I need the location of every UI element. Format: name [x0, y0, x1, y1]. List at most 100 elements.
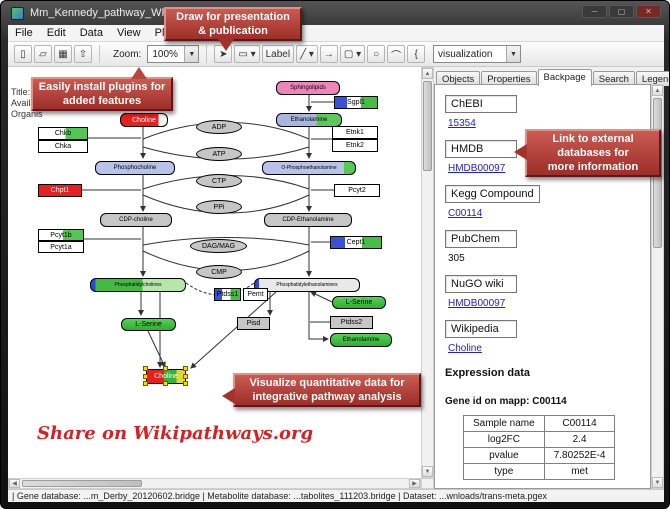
new-icon[interactable]: ▯ [14, 45, 32, 63]
scroll-up-icon[interactable]: ▲ [652, 85, 663, 96]
window-controls: ─▢✕ [582, 5, 661, 18]
brace-tool-icon[interactable]: { [407, 45, 426, 63]
maximize-button[interactable]: ▢ [609, 5, 634, 18]
selection-handle[interactable] [183, 366, 188, 371]
backpage-link-nugo-wiki[interactable]: HMDB00097 [448, 298, 506, 309]
pathway-node-pisd[interactable]: Pisd [237, 317, 270, 330]
expression-table-cell: log2FC [463, 431, 545, 448]
pathway-node-ethanolamine[interactable]: Ethanolamine [276, 113, 342, 127]
pathway-node-ppi[interactable]: PPi [196, 200, 242, 214]
pathway-node-dag-mag[interactable]: DAG/MAG [190, 239, 247, 253]
pathway-node-adp[interactable]: ADP [196, 120, 242, 134]
pathway-node-atp[interactable]: ATP [196, 147, 242, 161]
pathway-node-ctp[interactable]: CTP [196, 174, 242, 188]
minimize-button[interactable]: ─ [582, 5, 607, 18]
pathway-node-etnk2[interactable]: Etnk2 [332, 139, 378, 152]
backpage-link-wikipedia[interactable]: Choline [448, 343, 482, 354]
side-panel-tabs: ObjectsPropertiesBackpageSearchLegend [434, 67, 669, 86]
open-icon[interactable]: ▱ [34, 45, 52, 63]
backpage-link-chebi[interactable]: 15354 [448, 118, 476, 129]
backpage-link-hmdb[interactable]: HMDB00097 [448, 163, 506, 174]
label-tool[interactable]: Label [261, 45, 295, 63]
pathway-node-etnk1[interactable]: Etnk1 [332, 126, 378, 139]
pathway-node-choline[interactable]: Choline [120, 113, 168, 127]
arc-tool-icon[interactable]: ⌒ [387, 45, 406, 63]
arrow-tool-icon[interactable]: → [319, 45, 338, 63]
titlebar: Mm_Kennedy_pathway_WP1771_45176.gpml ─▢✕ [1, 1, 669, 25]
toolbar-separator [99, 45, 100, 63]
pathway-node-ptdss2[interactable]: Ptdss2 [330, 316, 373, 329]
tab-objects[interactable]: Objects [436, 71, 481, 86]
backpage-header-chebi: ChEBI [445, 95, 517, 113]
pathway-node-ptdss1[interactable]: Ptdss1 [214, 288, 241, 301]
pathway-node-o-phosphoethanolamine[interactable]: O-Phosphoethanolamine [262, 161, 356, 175]
pathway-node-l-serine[interactable]: L-Serine [332, 296, 386, 309]
pathway-node-chkb[interactable]: Chkb [38, 127, 88, 140]
pathway-node-chpt1[interactable]: Chpt1 [38, 184, 82, 197]
scroll-down-icon[interactable]: ▼ [422, 466, 433, 477]
menu-item-view[interactable]: View [116, 27, 141, 39]
selection-handle[interactable] [183, 381, 188, 386]
pathway-node-sphingolipids[interactable]: Sphingolipids [276, 81, 340, 95]
toolbar-separator [206, 45, 208, 63]
menu-item-edit[interactable]: Edit [46, 27, 66, 39]
visualization-value: visualization [438, 48, 493, 60]
pathway-node-ethanolamine[interactable]: Ethanolamine [330, 333, 392, 347]
pathway-node-phosphatidylethanolamines[interactable]: Phosphatidylethanolamines [254, 278, 360, 292]
line-tool-icon[interactable]: ╱ ▾ [296, 45, 318, 63]
info-line: Title: [11, 87, 31, 97]
pathway-node-cdp-choline[interactable]: CDP-choline [100, 213, 172, 227]
scroll-thumb[interactable] [423, 81, 432, 171]
canvas-horizontal-scrollbar[interactable]: ◀ ▶ [8, 478, 421, 489]
pathway-node-phosphocholine[interactable]: Phosphocholine [95, 161, 175, 175]
menu-item-file[interactable]: File [15, 27, 33, 39]
tab-properties[interactable]: Properties [481, 71, 537, 86]
oval-tool-icon[interactable]: ○ [367, 45, 386, 63]
gene-id-text: Gene id on mapp: C00114 [445, 396, 567, 407]
selection-handle[interactable] [163, 366, 168, 371]
backpage-value-pubchem: 305 [448, 253, 465, 264]
callout-draw: Draw for presentation & publication [164, 7, 302, 51]
visualization-select[interactable]: visualization ▼ [433, 45, 521, 63]
selection-handle[interactable] [183, 373, 188, 379]
datanode-tool-icon[interactable]: ▭ ▾ [234, 45, 260, 63]
scroll-down-icon[interactable]: ▼ [652, 477, 663, 488]
tab-backpage[interactable]: Backpage [537, 69, 592, 86]
pathway-node-sgpl1[interactable]: Sgpl1 [334, 96, 378, 109]
selection-handle[interactable] [143, 373, 148, 379]
pathway-node-cept1[interactable]: Cept1 [330, 236, 382, 249]
pathway-node-cdp-ethanolamine[interactable]: CDP-Ethanolamine [264, 213, 352, 227]
export-icon[interactable]: ⇧ [74, 45, 92, 63]
backpage-link-kegg-compound[interactable]: C00114 [448, 208, 483, 219]
pathway-node-cmp[interactable]: CMP [196, 265, 242, 279]
save-icon[interactable]: ▦ [54, 45, 72, 63]
scroll-thumb[interactable] [22, 480, 142, 487]
menu-item-data[interactable]: Data [79, 27, 103, 39]
pathway-node-pcyt1b[interactable]: Pcyt1b [38, 229, 84, 241]
info-line: Availa [11, 98, 36, 108]
tab-search[interactable]: Search [592, 71, 635, 86]
callout-databases-pointer-icon [514, 144, 527, 160]
scroll-left-icon[interactable]: ◀ [9, 479, 20, 488]
pathway-node-chka[interactable]: Chka [38, 140, 88, 153]
scroll-up-icon[interactable]: ▲ [422, 68, 433, 79]
pathway-node-pcyt1a[interactable]: Pcyt1a [38, 241, 84, 253]
selection-handle[interactable] [143, 366, 148, 371]
pathway-node-pemt[interactable]: Pemt [243, 288, 268, 301]
shape-tool-icon[interactable]: ▢ ▾ [339, 45, 366, 63]
pathway-node-phosphatidylcholines[interactable]: Phosphatidylcholines [90, 278, 186, 292]
close-button[interactable]: ✕ [636, 5, 661, 18]
chevron-down-icon: ▼ [506, 46, 520, 62]
scroll-right-icon[interactable]: ▶ [409, 479, 420, 488]
selection-handle[interactable] [163, 381, 168, 386]
canvas-vertical-scrollbar[interactable]: ▲ ▼ [421, 67, 434, 478]
zoom-select[interactable]: 100% ▼ [147, 45, 200, 63]
tab-legend[interactable]: Legend [635, 71, 669, 86]
selection-handle[interactable] [143, 381, 148, 386]
pathway-node-pcyt2[interactable]: Pcyt2 [334, 184, 380, 197]
pathway-node-l-serine[interactable]: L-Serine [121, 318, 176, 331]
